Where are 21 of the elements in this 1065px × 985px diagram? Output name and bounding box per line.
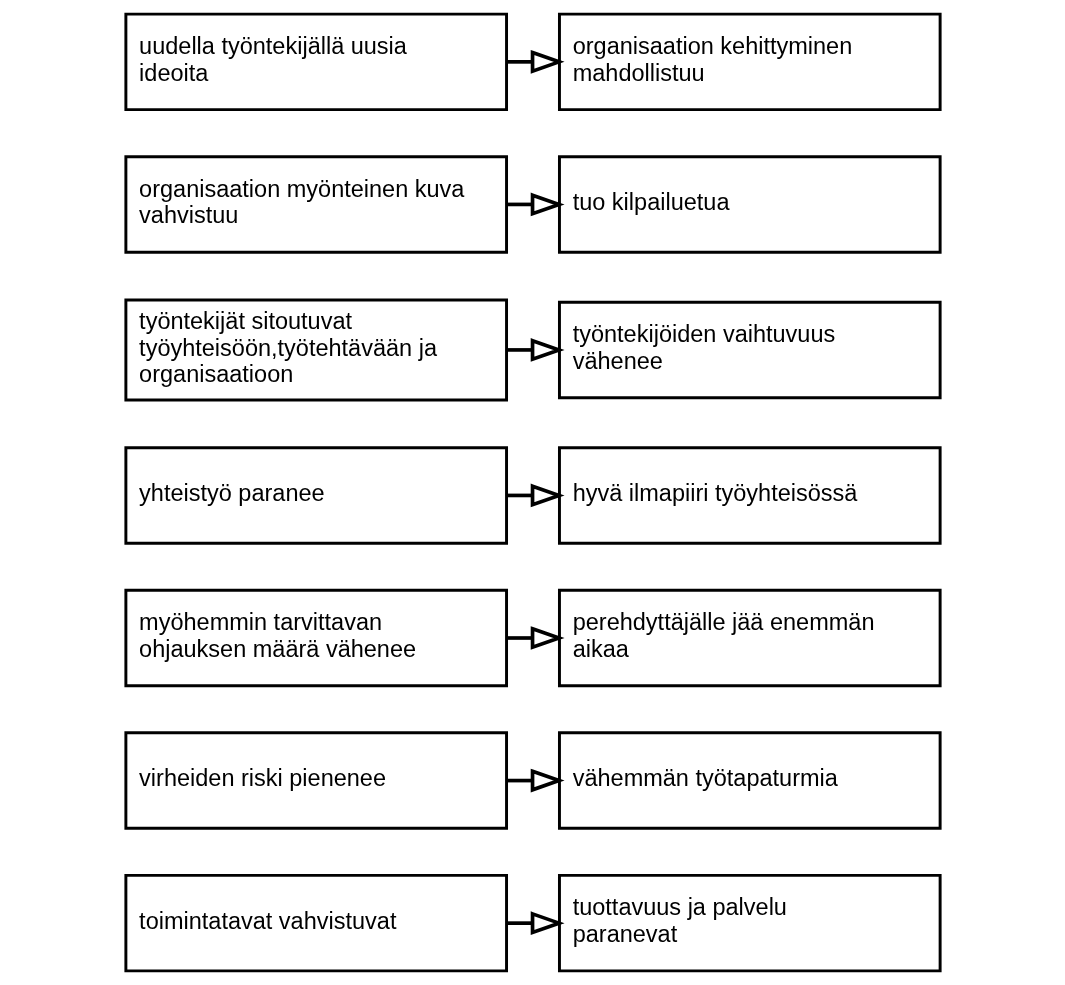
- node-box: työntekijät sitoutuvat työyhteisöön,työtehtävään ja organisaatioon: [123, 298, 508, 402]
- node-box: tuottavuus ja palvelu paranevat: [557, 873, 942, 973]
- arrow: [506, 626, 565, 650]
- arrow: [506, 50, 565, 74]
- node-box: organisaation myönteinen kuva vahvistuu: [123, 155, 508, 254]
- arrow: [506, 911, 565, 935]
- node-box: organisaation kehittyminen mahdollistuu: [557, 12, 942, 112]
- node-box: yhteistyö paranee: [123, 446, 508, 545]
- node-box: virheiden riski pienenee: [123, 731, 508, 830]
- node-box: toimintatavat vahvistuvat: [123, 873, 508, 973]
- node-box: perehdyttäjälle jää enemmän aikaa: [557, 588, 942, 688]
- node-box: uudella työntekijällä uusia ideoita: [123, 12, 508, 112]
- arrow: [506, 768, 565, 793]
- node-box: myöhemmin tarvittavan ohjauksen määrä vähenee: [123, 588, 508, 688]
- node-box: vähemmän työtapaturmia: [557, 731, 942, 830]
- node-box: työntekijöiden vaihtuvuus vähenee: [557, 300, 942, 400]
- node-box: tuo kilpailuetua: [557, 155, 942, 254]
- arrow: [506, 338, 565, 362]
- node-box: hyvä ilmapiiri työyhteisössä: [557, 446, 942, 545]
- arrow: [506, 483, 565, 508]
- arrow: [506, 192, 565, 217]
